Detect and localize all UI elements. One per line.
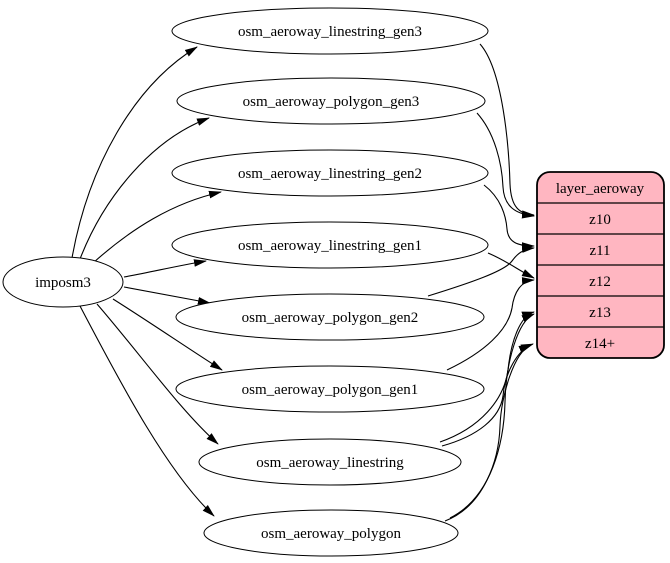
imposm3-ellipse	[2, 256, 124, 308]
edge-imposm3-osm_aeroway_linestring_gen1	[123, 259, 207, 278]
node-osm_aeroway_linestring_gen2: osm_aeroway_linestring_gen2	[171, 149, 489, 197]
layer-row-z14: z14+	[585, 336, 615, 352]
edge-imposm3-osm_aeroway_polygon_gen1	[112, 298, 223, 371]
edge-imposm3-osm_aeroway_linestring	[96, 303, 219, 445]
table-ellipse	[198, 438, 462, 486]
table-label: osm_aeroway_polygon_gen3	[243, 94, 420, 110]
table-label: osm_aeroway_linestring	[256, 455, 404, 471]
edge-osm_aeroway_linestring_gen3-z10	[479, 43, 535, 218]
edge-osm_aeroway_linestring_gen1-z12	[487, 252, 535, 279]
table-label: osm_aeroway_polygon_gen1	[242, 382, 419, 398]
table-ellipse	[203, 509, 459, 557]
node-osm_aeroway_polygon_gen2: osm_aeroway_polygon_gen2	[175, 293, 485, 341]
edge-imposm3-osm_aeroway_polygon_gen2	[123, 286, 211, 305]
node-osm_aeroway_linestring_gen1: osm_aeroway_linestring_gen1	[171, 221, 489, 269]
layer-row-z11: z11	[589, 243, 610, 259]
node-osm_aeroway_polygon_gen3: osm_aeroway_polygon_gen3	[176, 77, 486, 125]
edge-imposm3-osm_aeroway_linestring_gen2	[92, 190, 222, 264]
layer-row-z13: z13	[589, 305, 611, 321]
layer-row-z12: z12	[589, 274, 611, 290]
table-label: osm_aeroway_linestring_gen1	[238, 238, 422, 254]
layer-header-label: layer_aeroway	[556, 181, 645, 197]
table-label: osm_aeroway_polygon	[261, 526, 401, 542]
node-osm_aeroway_polygon: osm_aeroway_polygon	[203, 509, 459, 557]
edge-osm_aeroway_polygon_gen1-z12	[446, 277, 535, 371]
edge-osm_aeroway_polygon_gen3-z10	[476, 112, 535, 219]
table-label: osm_aeroway_polygon_gen2	[242, 310, 419, 326]
table-label: osm_aeroway_linestring_gen2	[238, 166, 422, 182]
edge-imposm3-osm_aeroway_polygon	[79, 305, 215, 517]
layer-row-z10: z10	[589, 212, 611, 228]
table-ellipse	[175, 365, 485, 413]
table-ellipse	[171, 221, 489, 269]
edge-osm_aeroway_polygon-z14	[444, 344, 532, 522]
table-label: osm_aeroway_linestring_gen3	[238, 24, 422, 40]
edges-tables-to-layer	[427, 43, 535, 522]
table-ellipse	[175, 293, 485, 341]
edges-source-to-tables	[71, 46, 223, 517]
imposm3-label: imposm3	[35, 275, 91, 291]
node-imposm3: imposm3	[2, 256, 124, 308]
table-ellipse	[171, 7, 489, 55]
edge-osm_aeroway_polygon-z13	[449, 313, 535, 519]
node-osm_aeroway_linestring_gen3: osm_aeroway_linestring_gen3	[171, 7, 489, 55]
table-ellipse	[171, 149, 489, 197]
edge-imposm3-osm_aeroway_linestring_gen3	[71, 46, 198, 259]
edge-osm_aeroway_linestring_gen2-z11	[483, 184, 535, 250]
table-ellipse	[176, 77, 486, 125]
edge-osm_aeroway_linestring-z14	[441, 343, 534, 447]
node-osm_aeroway_polygon_gen1: osm_aeroway_polygon_gen1	[175, 365, 485, 413]
edge-osm_aeroway_polygon_gen2-z11	[427, 245, 535, 297]
edge-imposm3-osm_aeroway_polygon_gen3	[79, 117, 210, 260]
node-layer_aeroway: layer_aeroway z10 z11 z12 z13 z14+	[536, 171, 665, 359]
node-osm_aeroway_linestring: osm_aeroway_linestring	[198, 438, 462, 486]
